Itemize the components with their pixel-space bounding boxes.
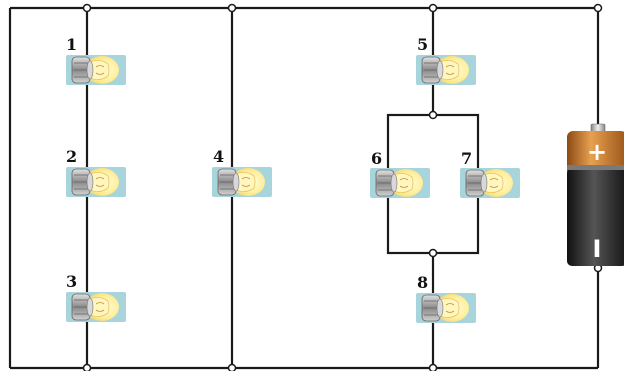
bulb-1	[66, 55, 126, 85]
bulb-label-8: 8	[417, 273, 428, 292]
junction-dot	[227, 3, 237, 13]
battery-band	[567, 165, 624, 170]
bulb-7	[460, 168, 520, 198]
junction-dot	[593, 3, 603, 13]
bulb-6	[370, 168, 430, 198]
bulb-5	[416, 55, 476, 85]
junction-dot	[428, 3, 438, 13]
bulb-label-1: 1	[66, 35, 77, 54]
battery-negative-sign: I	[593, 235, 602, 263]
junction-dot	[428, 248, 438, 258]
bulb-2	[66, 167, 126, 197]
junction-dot	[82, 3, 92, 13]
junction-dot	[82, 363, 92, 371]
junction-dot	[428, 363, 438, 371]
battery: + I	[567, 123, 624, 266]
junctions	[82, 3, 603, 371]
junction-dot	[428, 110, 438, 120]
bulb-label-4: 4	[213, 147, 224, 166]
bulb-8	[416, 293, 476, 323]
bulb-label-7: 7	[461, 149, 472, 168]
junction-dot	[227, 363, 237, 371]
bulb-label-2: 2	[66, 147, 77, 166]
bulb-label-3: 3	[66, 272, 77, 291]
battery-body	[567, 168, 624, 266]
battery-positive-sign: +	[587, 138, 607, 166]
battery-terminal	[590, 123, 606, 133]
bulb-label-5: 5	[417, 35, 428, 54]
bulb-3	[66, 292, 126, 322]
bulb-label-6: 6	[371, 149, 382, 168]
bulb-4	[212, 167, 272, 197]
